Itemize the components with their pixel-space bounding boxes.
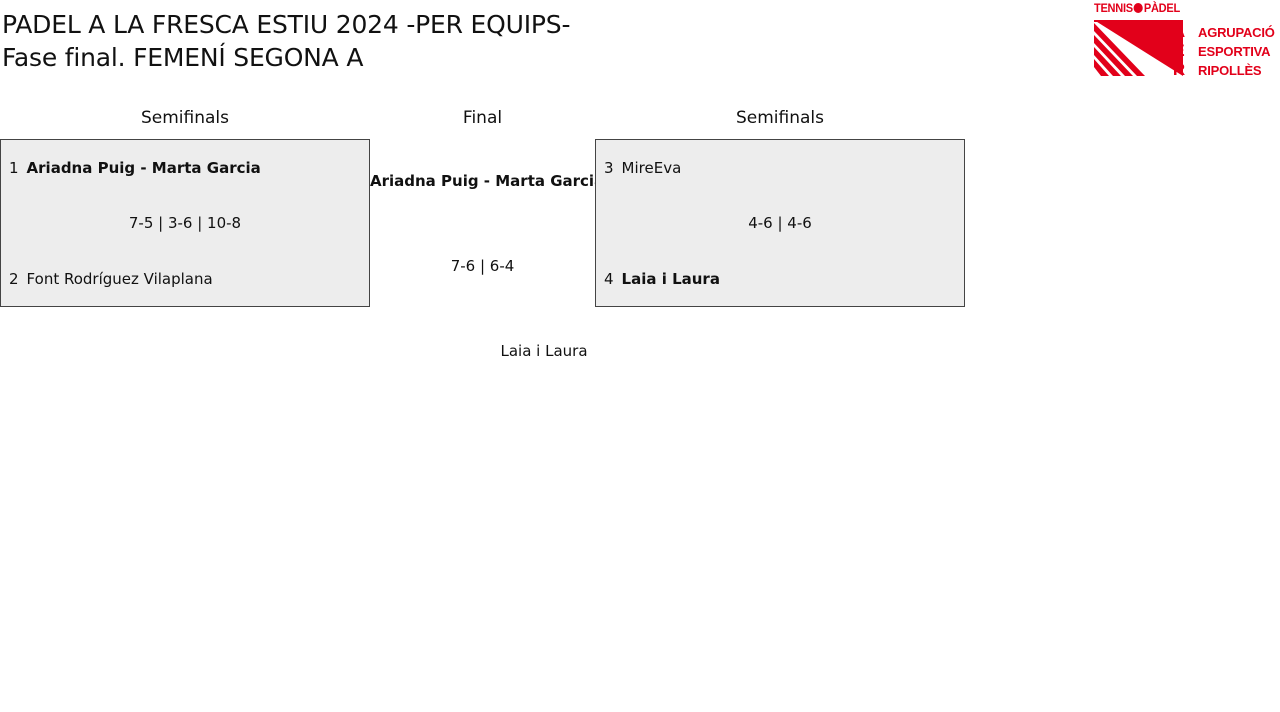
final-score: 7-6 | 6-4 [450,257,515,275]
title-line-1: PADEL A LA FRESCA ESTIU 2024 -PER EQUIPS… [2,10,571,39]
semifinal-left-score: 7-5 | 3-6 | 10-8 [128,214,242,232]
svg-text:E: E [1173,41,1184,60]
team-name: Ariadna Puig - Marta Garcia [26,159,261,177]
seed-number: 4 [604,270,614,288]
semifinal-right-team-1: 3 MireEva [604,158,681,178]
semifinal-left-team-2: 2 Font Rodríguez Vilaplana [9,269,213,289]
final-other-team: Laia i Laura [500,342,588,360]
round-header-semifinals-right: Semifinals [735,108,824,128]
final-team: Ariadna Puig - Marta Garcia [370,172,605,190]
team-name: Font Rodríguez Vilaplana [26,270,213,288]
logo-club-name: AGRUPACIÓ ESPORTIVA RIPOLLÈS [1198,25,1275,78]
round-header-final: Final [462,108,503,128]
semifinal-left-team-1: 1 Ariadna Puig - Marta Garcia [9,158,261,178]
seed-number: 3 [604,159,614,177]
ball-icon [1133,3,1143,13]
team-name: MireEva [621,159,682,177]
semifinal-right-match: 3 MireEva 4-6 | 4-6 4 Laia i Laura [595,139,965,307]
title-line-2: Fase final. FEMENÍ SEGONA A [2,43,364,72]
page-title: PADEL A LA FRESCA ESTIU 2024 -PER EQUIPS… [2,8,682,74]
team-name: Laia i Laura [621,270,720,288]
seed-number: 2 [9,270,19,288]
svg-text:A: A [1173,22,1185,41]
seed-number: 1 [9,159,19,177]
logo-emblem: A E R [1094,20,1185,77]
semifinal-left-match: 1 Ariadna Puig - Marta Garcia 7-5 | 3-6 |… [0,139,370,307]
round-header-semifinals-left: Semifinals [140,108,229,128]
semifinal-right-score: 4-6 | 4-6 [748,214,812,232]
semifinal-right-team-2: 4 Laia i Laura [604,269,720,289]
svg-text:R: R [1173,60,1185,77]
